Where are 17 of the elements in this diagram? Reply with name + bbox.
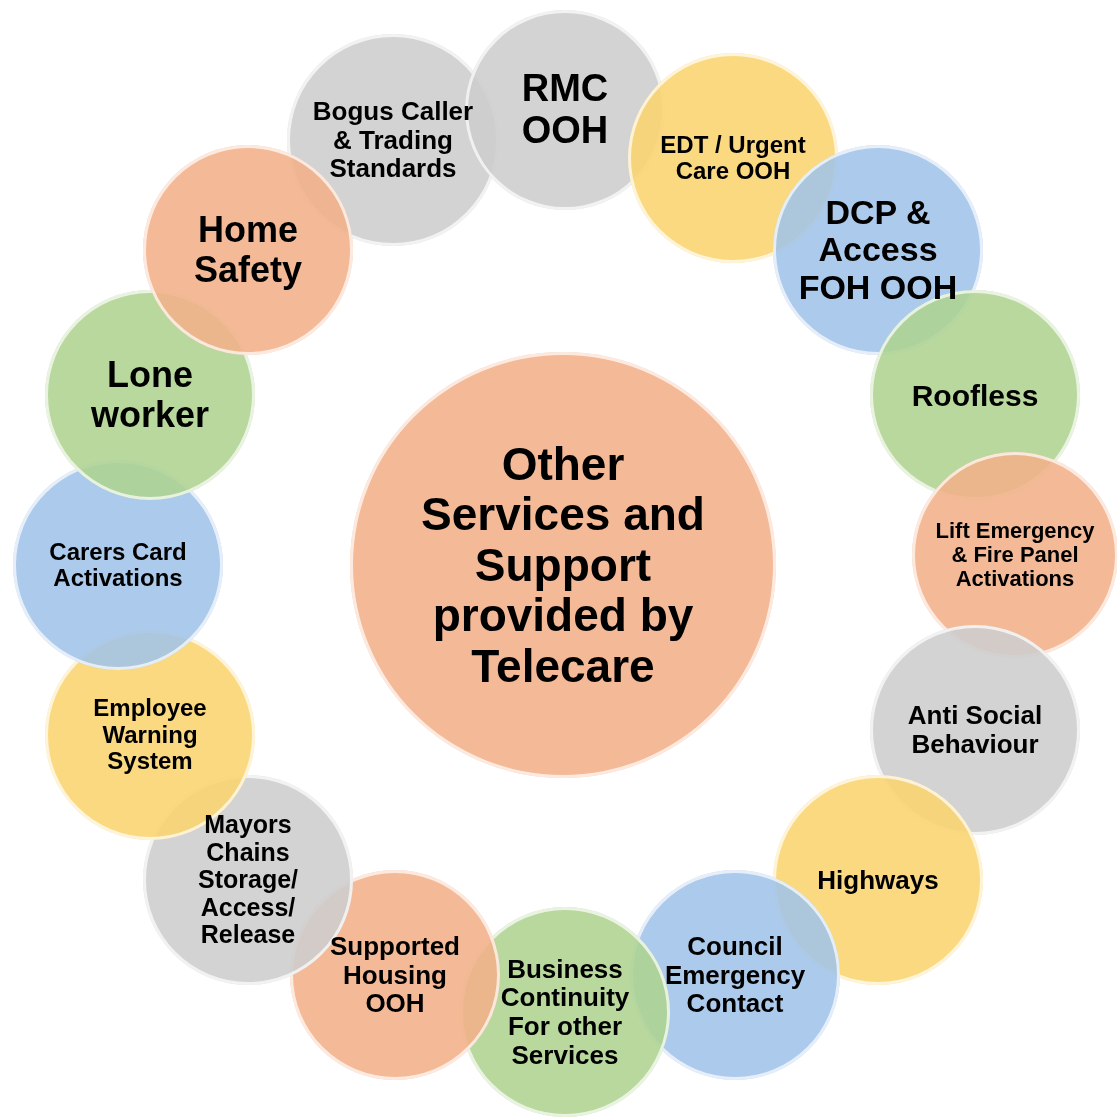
service-label: Anti Social Behaviour [906, 701, 1044, 759]
service-label: Supported Housing OOH [329, 932, 461, 1018]
center-label: Other Services and Support provided by Telecare [420, 438, 706, 692]
service-label: Employee Warning System [92, 695, 208, 775]
service-label: Bogus Caller & Trading Standards [311, 97, 475, 183]
service-label: Business Continuity For other Services [499, 954, 631, 1070]
service-label: EDT / Urgent Care OOH [659, 131, 807, 185]
service-label: Home Safety [192, 210, 304, 290]
service-label: Lift Emergency & Fire Panel Activations [935, 518, 1095, 592]
service-label: RMC OOH [520, 68, 610, 152]
service-label: Roofless [910, 378, 1040, 412]
service-label: Council Emergency Contact [663, 932, 807, 1018]
service-label: Highways [816, 865, 940, 895]
service-label: Carers Card Activations [48, 538, 188, 592]
service-label: Mayors Chains Storage/ Access/ Release [197, 811, 299, 949]
service-label: DCP & Access FOH OOH [797, 193, 959, 307]
service-label: Lone worker [89, 355, 211, 435]
